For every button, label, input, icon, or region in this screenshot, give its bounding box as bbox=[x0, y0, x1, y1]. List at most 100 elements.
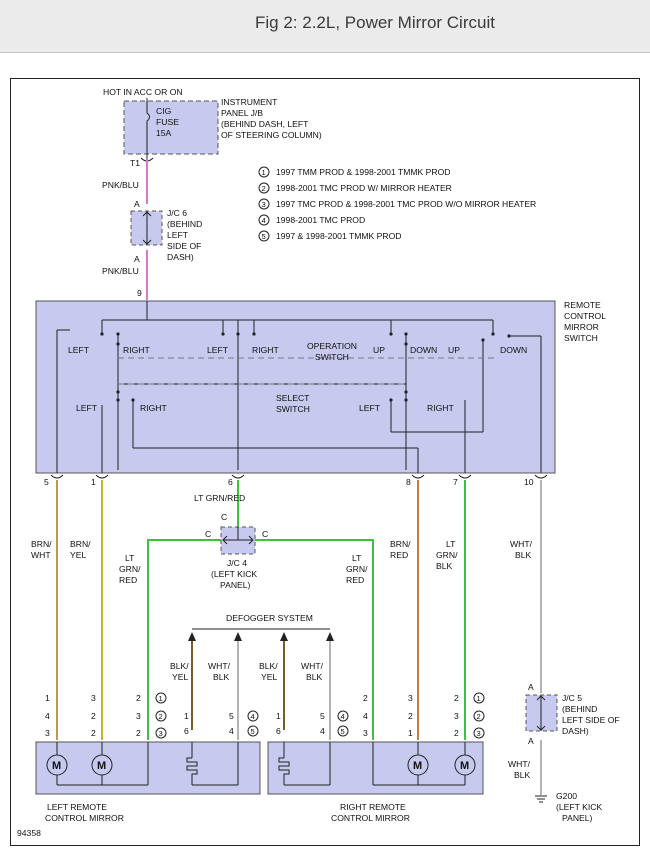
wire-label-wht-blk-g-1: WHT/ bbox=[508, 759, 531, 769]
right-mirror-box bbox=[267, 741, 484, 795]
switch-label-down: DOWN bbox=[500, 345, 527, 355]
switch-name-2: CONTROL bbox=[564, 311, 606, 321]
note-marker bbox=[247, 725, 259, 737]
fuse-box bbox=[123, 100, 219, 155]
pin-number: 2 bbox=[136, 728, 141, 738]
pin-number: 1 bbox=[45, 693, 50, 703]
switch-pin-6: 6 bbox=[228, 477, 233, 487]
wire-label-pnk-blu-2: PNK/BLU bbox=[102, 266, 139, 276]
note-marker bbox=[258, 198, 270, 210]
jc6-pin-bottom: A bbox=[134, 254, 140, 264]
note-ref: 2 bbox=[477, 712, 481, 721]
note-marker bbox=[258, 182, 270, 194]
right-mirror-internal bbox=[278, 742, 466, 786]
jc6-label-3: LEFT bbox=[167, 230, 189, 240]
jc4-label-2: (LEFT KICK bbox=[211, 569, 257, 579]
wire-label-brn-wht-2: WHT bbox=[31, 550, 51, 560]
wire-label-blk-yel-l-1: BLK/ bbox=[170, 661, 189, 671]
select-label-right: RIGHT bbox=[140, 403, 167, 413]
motor-icon bbox=[91, 754, 113, 776]
motor-symbol: M bbox=[52, 760, 61, 772]
jc6-pin-top: A bbox=[134, 199, 140, 209]
figure-title: Fig 2: 2.2L, Power Mirror Circuit bbox=[255, 13, 495, 32]
fuse-name-2: FUSE bbox=[156, 117, 179, 127]
left-mirror-label-1: LEFT REMOTE bbox=[47, 802, 107, 812]
jc5-arrows bbox=[536, 695, 546, 731]
pin-number: 4 bbox=[229, 726, 234, 736]
wire-label-wht-blk-l-2: BLK bbox=[213, 672, 230, 682]
pin-number: 3 bbox=[91, 693, 96, 703]
select-switch-label-1: SELECT bbox=[276, 393, 310, 403]
switch-label-right: RIGHT bbox=[123, 345, 150, 355]
note-text-4: 1998-2001 TMC PROD bbox=[276, 215, 365, 225]
fuse-location-1: INSTRUMENT bbox=[221, 97, 278, 107]
switch-pin-7: 7 bbox=[453, 477, 458, 487]
switch-label-left: LEFT bbox=[207, 345, 229, 355]
pin-number: 2 bbox=[454, 693, 459, 703]
jc5-label-1: J/C 5 bbox=[562, 693, 582, 703]
jc5-label-4: DASH) bbox=[562, 726, 589, 736]
motor-icon bbox=[407, 754, 429, 776]
wire-label-blk-yel-r-2: YEL bbox=[261, 672, 277, 682]
note-ref: 5 bbox=[341, 727, 345, 736]
diagram-frame bbox=[10, 78, 640, 846]
ground-name: G200 bbox=[556, 791, 577, 801]
pin-number: 5 bbox=[229, 711, 234, 721]
select-label-left: LEFT bbox=[76, 403, 98, 413]
pin-number: 3 bbox=[408, 693, 413, 703]
wire-label-wht-blk-l-1: WHT/ bbox=[208, 661, 231, 671]
fuse-terminal: T1 bbox=[130, 158, 140, 168]
switch-pin-1: 1 bbox=[91, 477, 96, 487]
wire-label-ltgrn-blk-1: LT bbox=[446, 539, 456, 549]
fuse-location-2: PANEL J/B bbox=[221, 108, 263, 118]
wire-label-brn-red-2: RED bbox=[390, 550, 408, 560]
header-bar: Fig 2: 2.2L, Power Mirror Circuit bbox=[0, 0, 650, 53]
pin-number: 2 bbox=[91, 728, 96, 738]
note-marker bbox=[155, 710, 167, 722]
pin-number: 3 bbox=[454, 711, 459, 721]
right-mirror-label-1: RIGHT REMOTE bbox=[340, 802, 406, 812]
switch-pin-10: 10 bbox=[524, 477, 534, 487]
note-num-3: 3 bbox=[262, 200, 266, 209]
switch-contacts bbox=[100, 332, 511, 402]
note-ref: 1 bbox=[159, 694, 163, 703]
right-mirror-label-2: CONTROL MIRROR bbox=[331, 813, 410, 823]
pin-number: 2 bbox=[136, 693, 141, 703]
note-text-5: 1997 & 1998-2001 TMMK PROD bbox=[276, 231, 401, 241]
switch-label-up: UP bbox=[448, 345, 460, 355]
wire-label-ltgrn-blk-2: GRN/ bbox=[436, 550, 458, 560]
jc5-pin-top: A bbox=[528, 682, 534, 692]
wire-label-ltgrn-red-l-1: LT bbox=[125, 553, 135, 563]
pin-number: 2 bbox=[363, 693, 368, 703]
switch-connector-marks bbox=[50, 474, 548, 479]
fuse-location-4: OF STEERING COLUMN) bbox=[221, 130, 322, 140]
motor-symbol: M bbox=[460, 760, 469, 772]
jc6-arrows bbox=[142, 211, 152, 245]
pin-number: 4 bbox=[45, 711, 50, 721]
wire-label-pnk-blu-1: PNK/BLU bbox=[102, 180, 139, 190]
ground-location-1: (LEFT KICK bbox=[556, 802, 602, 812]
pin-number: 2 bbox=[454, 728, 459, 738]
fuse-name-1: CIG bbox=[156, 106, 172, 116]
select-label-left: LEFT bbox=[359, 403, 381, 413]
note-num-5: 5 bbox=[262, 232, 266, 241]
jc6-label-5: DASH) bbox=[167, 252, 194, 262]
motor-icon bbox=[46, 754, 68, 776]
note-ref: 4 bbox=[251, 712, 255, 721]
pin-number: 1 bbox=[184, 711, 189, 721]
note-num-1: 1 bbox=[262, 168, 266, 177]
wire-label-ltgrn-blk-3: BLK bbox=[436, 561, 453, 571]
left-mirror-internal bbox=[56, 742, 239, 786]
wire-label-lt-grn-red: LT GRN/RED bbox=[194, 493, 245, 503]
note-marker bbox=[155, 692, 167, 704]
figure-id: 94358 bbox=[17, 828, 41, 838]
switch-pin-8: 8 bbox=[406, 477, 411, 487]
pin-number: 4 bbox=[320, 726, 325, 736]
wire-label-brn-yel-2: YEL bbox=[70, 550, 86, 560]
wire-label-blk-yel-l-2: YEL bbox=[172, 672, 188, 682]
jc4-pin-top: C bbox=[221, 512, 227, 522]
switch-label-right: RIGHT bbox=[252, 345, 279, 355]
switch-label-down: DOWN bbox=[410, 345, 437, 355]
pin-number: 1 bbox=[276, 711, 281, 721]
wire-label-wht-blk-g-2: BLK bbox=[514, 770, 531, 780]
